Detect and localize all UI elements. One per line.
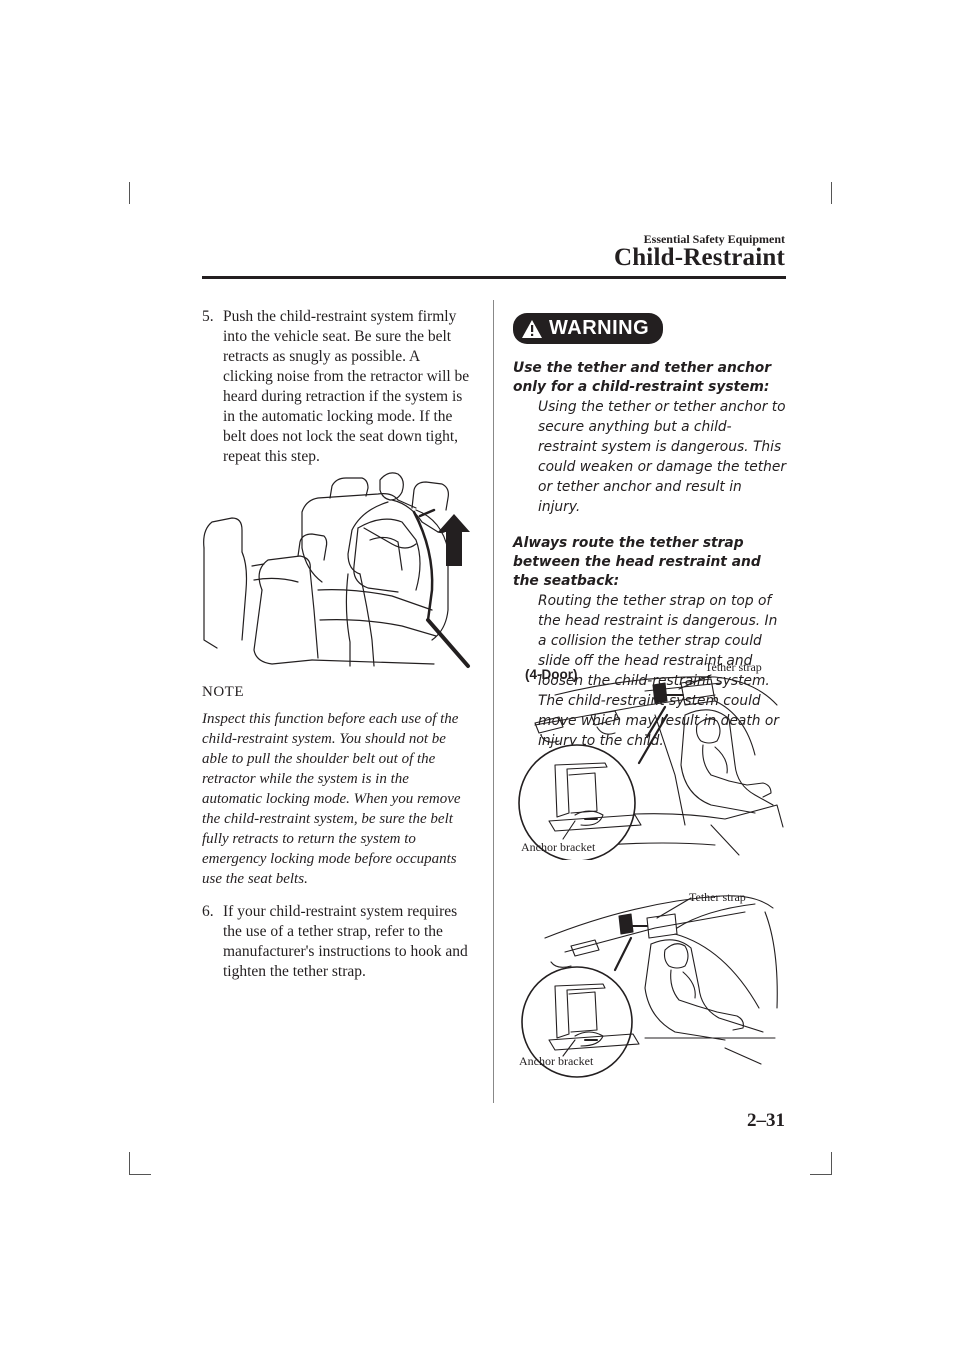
crop-mark: [831, 1152, 832, 1174]
step-5: 5. Push the child-restraint system firml…: [202, 307, 472, 467]
tether-strap-label: Tether strap: [705, 660, 762, 674]
step-text: If your child-restraint system requires …: [223, 903, 468, 980]
crop-mark: [831, 182, 832, 204]
crop-mark: [129, 182, 130, 204]
warning-text: Using the tether or tether anchor to sec…: [538, 399, 787, 515]
warning-title: Use the tether and tether anchor only fo…: [513, 360, 772, 395]
anchor-bracket-label: Anchor bracket: [521, 840, 596, 854]
warning-title: Always route the tether strap between th…: [513, 535, 761, 589]
warning-label: WARNING: [549, 317, 650, 339]
section-title: Essential Safety Equipment: [643, 232, 785, 246]
warning-triangle-icon: [521, 319, 543, 339]
warning-badge: WARNING: [513, 313, 664, 344]
left-column: 5. Push the child-restraint system firml…: [202, 307, 472, 982]
crop-mark: [810, 1174, 832, 1175]
anchor-bracket-label: Anchor bracket: [519, 1054, 594, 1068]
step-number: 6.: [202, 903, 214, 920]
header-rule: [202, 276, 786, 279]
step-6: 6. If your child-restraint system requir…: [202, 902, 472, 982]
page-number: 2–31: [747, 1110, 785, 1131]
note-title: NOTE: [202, 684, 244, 700]
crop-mark: [129, 1152, 130, 1174]
crop-mark: [129, 1174, 151, 1175]
door-label: (4-Door): [525, 667, 578, 682]
step-number: 5.: [202, 308, 214, 325]
tether-figure-4-door: (4-Door) Tether strap Anchor bracket: [515, 655, 785, 862]
installing-child-seat-illustration: [202, 470, 482, 670]
page-title: Child-Restraint: [613, 244, 785, 271]
tether-strap-label: Tether strap: [689, 890, 746, 904]
step-text: Push the child-restraint system firmly i…: [223, 308, 470, 465]
column-divider: [493, 300, 494, 1103]
note-text: Inspect this function before each use of…: [202, 711, 461, 887]
tether-figure-second: Tether strap Anchor bracket: [515, 888, 785, 1078]
